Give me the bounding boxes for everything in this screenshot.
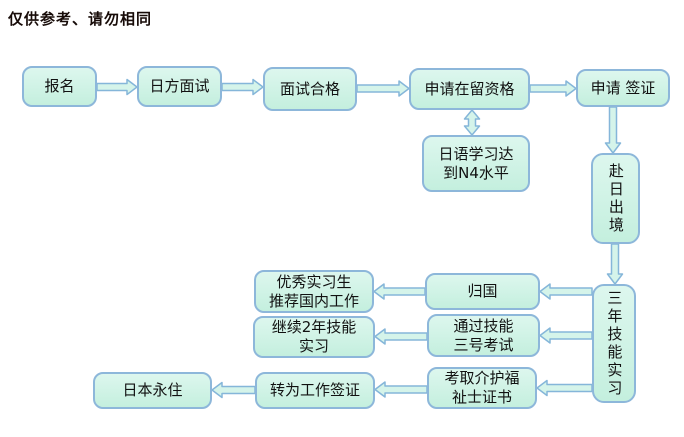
node-recommend-work: 优秀实习生 推荐国内工作 (254, 270, 374, 313)
arrow-signup-to-japan-interview (96, 78, 138, 96)
node-visa: 申请 签证 (576, 69, 670, 107)
arrow-japan-interview-to-interview-pass (221, 78, 264, 96)
node-signup-label: 报名 (44, 77, 75, 96)
node-permanent-label: 日本永住 (122, 381, 183, 400)
arrow-return-home-to-recommend-work (373, 283, 426, 300)
node-residence-status-label: 申请在留资格 (424, 79, 515, 98)
node-japanese-n4: 日语学习达 到N4水平 (422, 135, 530, 192)
arrow-work-visa-to-permanent (211, 381, 256, 399)
arrow-residence-status-japanese-n4-double (463, 109, 481, 136)
arrow-visa-to-depart-japan (604, 106, 622, 154)
node-two-more-years-label: 继续2年技能 实习 (271, 318, 357, 355)
node-japan-interview: 日方面试 (137, 66, 222, 107)
node-signup: 报名 (22, 66, 97, 107)
node-three-year: 三年技能实习 (592, 284, 636, 403)
arrow-three-year-to-caregiver-cert (536, 379, 593, 397)
node-japan-interview-label: 日方面试 (149, 77, 210, 96)
node-interview-pass-label: 面试合格 (279, 79, 340, 98)
node-two-more-years: 继续2年技能 实习 (253, 316, 375, 358)
node-work-visa: 转为工作签证 (255, 372, 375, 409)
node-caregiver-cert-label: 考取介护福 祉士证书 (444, 369, 520, 406)
node-permanent: 日本永住 (93, 372, 212, 409)
node-interview-pass: 面试合格 (263, 67, 357, 111)
node-depart-japan: 赴日出境 (591, 153, 640, 244)
arrow-exam3-to-two-more-years (374, 328, 428, 345)
node-residence-status: 申请在留资格 (409, 68, 530, 110)
arrow-caregiver-cert-to-work-visa (374, 381, 428, 398)
node-three-year-label: 三年技能实习 (605, 289, 624, 398)
node-depart-japan-label: 赴日出境 (606, 162, 625, 235)
node-work-visa-label: 转为工作签证 (269, 381, 360, 400)
arrow-three-year-to-return-home (539, 283, 593, 300)
arrow-three-year-to-exam3 (539, 327, 593, 344)
node-japanese-n4-label: 日语学习达 到N4水平 (438, 144, 514, 182)
arrow-residence-status-to-visa (529, 80, 577, 97)
node-caregiver-cert: 考取介护福 祉士证书 (427, 367, 537, 409)
arrow-depart-japan-to-three-year (606, 243, 624, 285)
node-recommend-work-label: 优秀实习生 推荐国内工作 (268, 272, 359, 310)
arrow-interview-pass-to-residence-status (356, 80, 410, 97)
node-exam3: 通过技能 三号考试 (427, 314, 540, 357)
node-exam3-label: 通过技能 三号考试 (453, 316, 514, 354)
node-return-home: 归国 (425, 273, 540, 310)
node-visa-label: 申请 签证 (590, 78, 656, 97)
node-return-home-label: 归国 (467, 282, 498, 301)
page-title: 仅供参考、请勿相同 (8, 10, 153, 28)
